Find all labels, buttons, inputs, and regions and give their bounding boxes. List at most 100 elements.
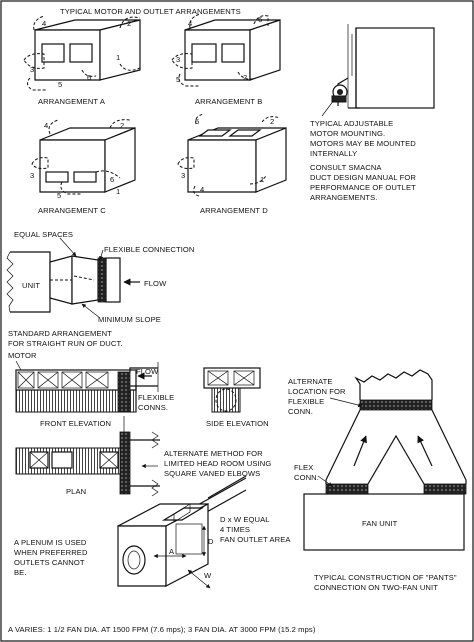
alternate-location-note: ALTERNATE LOCATION FOR FLEXIBLE CONN. xyxy=(288,377,346,416)
plenum-note: A PLENUM IS USED WHEN PREFERRED OUTLETS … xyxy=(14,538,88,577)
svg-text:FLEXIBLE: FLEXIBLE xyxy=(138,393,174,402)
marker-3: 3 xyxy=(30,171,34,180)
marker-5: 5 xyxy=(58,80,62,89)
marker-5: 5 xyxy=(195,117,199,126)
arrangement-a-label: ARRANGEMENT A xyxy=(38,97,106,106)
marker-2: 2 xyxy=(127,19,131,28)
arrangement-a-figure xyxy=(23,15,141,91)
minimum-slope-leader xyxy=(81,303,101,319)
arrangement-c-markers: 4 2 6 3 5 1 xyxy=(30,121,124,200)
arrangement-c-label: ARRANGEMENT C xyxy=(38,206,106,215)
svg-text:ARRANGEMENTS.: ARRANGEMENTS. xyxy=(310,193,378,202)
plenum-figure xyxy=(117,475,247,587)
dim-a-label: A xyxy=(169,547,175,556)
svg-text:CONSULT SMACNA: CONSULT SMACNA xyxy=(310,163,382,172)
marker-6: 6 xyxy=(110,175,114,184)
fan-unit-label: FAN UNIT xyxy=(362,519,398,528)
svg-text:MOTOR MOUNTING.: MOTOR MOUNTING. xyxy=(310,129,385,138)
motor-label: MOTOR xyxy=(8,351,37,360)
front-elevation-figure xyxy=(15,362,159,413)
smacna-note: CONSULT SMACNA DUCT DESIGN MANUAL FOR PE… xyxy=(310,163,416,202)
marker-3: 3 xyxy=(181,171,185,180)
svg-text:SQUARE VANED ELBOWS: SQUARE VANED ELBOWS xyxy=(164,469,260,478)
pants-right-arrow xyxy=(417,435,433,467)
marker-4: 4 xyxy=(188,19,192,28)
svg-text:MOTORS MAY BE MOUNTED: MOTORS MAY BE MOUNTED xyxy=(310,139,416,148)
plan-label: PLAN xyxy=(66,487,86,496)
marker-2: 2 xyxy=(243,73,247,82)
flexible-connection-label: FLEXIBLE CONNECTION xyxy=(104,245,195,254)
marker-4: 4 xyxy=(200,185,204,194)
arrangement-c-figure xyxy=(31,119,136,195)
svg-text:FOR STRAIGHT RUN OF DUCT.: FOR STRAIGHT RUN OF DUCT. xyxy=(8,339,123,348)
minimum-slope-label: MINIMUM SLOPE xyxy=(98,315,161,324)
arrangement-d-figure xyxy=(177,113,287,197)
elbow-flow-label: FLOW xyxy=(136,367,159,376)
svg-text:A PLENUM IS USED: A PLENUM IS USED xyxy=(14,538,87,547)
pants-left-arrow xyxy=(353,435,367,467)
flow-label: FLOW xyxy=(144,279,167,288)
alternate-method-note: ALTERNATE METHOD FOR LIMITED HEAD ROOM U… xyxy=(164,449,271,478)
marker-1: 1 xyxy=(116,187,120,196)
marker-6: 6 xyxy=(87,73,91,82)
marker-1: 1 xyxy=(260,175,264,184)
svg-text:INTERNALLY: INTERNALLY xyxy=(310,149,357,158)
equal-spaces-leader xyxy=(59,237,77,257)
svg-text:FLEXIBLE: FLEXIBLE xyxy=(288,397,324,406)
footer-note: A VARIES: 1 1/2 FAN DIA. AT 1500 FPM (7.… xyxy=(8,625,316,634)
arrangement-a-markers: 4 2 1 3 6 5 xyxy=(30,19,131,89)
svg-text:TYPICAL CONSTRUCTION OF "PANTS: TYPICAL CONSTRUCTION OF "PANTS" xyxy=(314,573,457,582)
equal-spaces-label: EQUAL SPACES xyxy=(14,230,73,239)
flexible-connection-leader xyxy=(99,249,104,261)
unit-label: UNIT xyxy=(22,281,40,290)
flex-conn-leader xyxy=(317,475,333,487)
svg-text:OUTLETS CANNOT: OUTLETS CANNOT xyxy=(14,558,85,567)
dim-w-line xyxy=(187,569,211,589)
svg-text:TYPICAL ADJUSTABLE: TYPICAL ADJUSTABLE xyxy=(310,119,393,128)
svg-text:WHEN PREFERRED: WHEN PREFERRED xyxy=(14,548,88,557)
front-elevation-label: FRONT ELEVATION xyxy=(40,419,111,428)
flexible-conns-label: FLEXIBLE CONNS. xyxy=(138,393,174,412)
pants-connection-figure xyxy=(303,369,467,551)
svg-text:CONN.: CONN. xyxy=(288,407,313,416)
arrangement-d-label: ARRANGEMENT D xyxy=(200,206,268,215)
svg-text:ALTERNATE METHOD FOR: ALTERNATE METHOD FOR xyxy=(164,449,263,458)
svg-text:BE.: BE. xyxy=(14,568,27,577)
marker-3: 3 xyxy=(30,65,34,74)
standard-arrangement-caption: STANDARD ARRANGEMENT FOR STRAIGHT RUN OF… xyxy=(8,329,123,348)
marker-4: 4 xyxy=(42,19,46,28)
dim-w-label: W xyxy=(204,571,212,580)
arrangement-b-markers: 4 6 3 5 2 xyxy=(176,15,262,84)
svg-text:STANDARD ARRANGEMENT: STANDARD ARRANGEMENT xyxy=(8,329,112,338)
motor-mount-note: TYPICAL ADJUSTABLE MOTOR MOUNTING. MOTOR… xyxy=(310,119,416,158)
marker-5: 5 xyxy=(57,191,61,200)
dim-note: D x W EQUAL 4 TIMES FAN OUTLET AREA xyxy=(220,515,291,544)
svg-text:ALTERNATE: ALTERNATE xyxy=(288,377,333,386)
page-title: TYPICAL MOTOR AND OUTLET ARRANGEMENTS xyxy=(60,7,241,16)
marker-4: 4 xyxy=(44,121,48,130)
svg-text:4 TIMES: 4 TIMES xyxy=(220,525,250,534)
pants-caption: TYPICAL CONSTRUCTION OF "PANTS" CONNECTI… xyxy=(314,573,457,592)
motor-mount-figure xyxy=(331,24,435,109)
svg-text:PERFORMANCE OF OUTLET: PERFORMANCE OF OUTLET xyxy=(310,183,416,192)
arrangement-b-label: ARRANGEMENT B xyxy=(195,97,262,106)
alternate-location-leader xyxy=(329,397,363,408)
svg-text:CONNS.: CONNS. xyxy=(138,403,168,412)
arrangement-b-figure xyxy=(171,13,281,87)
flex-conn-note: FLEX CONN. xyxy=(294,463,319,482)
svg-text:LIMITED HEAD ROOM USING: LIMITED HEAD ROOM USING xyxy=(164,459,271,468)
svg-text:LOCATION FOR: LOCATION FOR xyxy=(288,387,346,396)
svg-text:D x W EQUAL: D x W EQUAL xyxy=(220,515,270,524)
svg-text:CONNECTION ON TWO-FAN UNIT: CONNECTION ON TWO-FAN UNIT xyxy=(314,583,438,592)
arrangement-d-markers: 5 2 1 3 4 xyxy=(181,117,274,194)
side-elevation-figure xyxy=(203,367,261,413)
dim-d-label: D xyxy=(208,537,214,546)
marker-5: 5 xyxy=(176,75,180,84)
marker-2: 2 xyxy=(120,121,124,130)
standard-arrangement-figure xyxy=(6,251,121,313)
marker-6: 6 xyxy=(258,15,262,24)
marker-2: 2 xyxy=(270,117,274,126)
